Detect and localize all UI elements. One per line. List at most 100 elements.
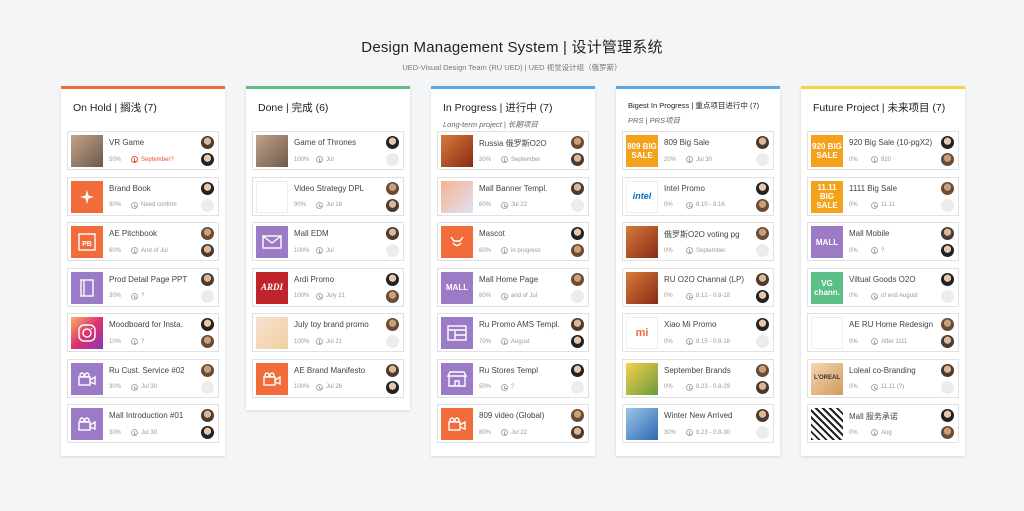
assignee-avatar[interactable] xyxy=(571,335,584,348)
assignee-avatar[interactable] xyxy=(571,227,584,240)
assignee-avatar[interactable] xyxy=(756,136,769,149)
assignee-avatar[interactable] xyxy=(571,272,584,286)
assignee-avatar[interactable] xyxy=(756,409,769,422)
assignee-avatar[interactable] xyxy=(201,335,214,348)
assignee-avatar[interactable] xyxy=(201,363,214,377)
assignee-avatar[interactable] xyxy=(571,136,584,149)
assignee-avatar[interactable] xyxy=(756,380,769,394)
column-title[interactable]: Future Project | 未来项目 (7) xyxy=(813,102,946,114)
empty-avatar-slot[interactable] xyxy=(756,335,769,348)
empty-avatar-slot[interactable] xyxy=(941,289,954,303)
assignee-avatar[interactable] xyxy=(756,198,769,212)
assignee-avatar[interactable] xyxy=(756,272,769,286)
assignee-avatar[interactable] xyxy=(571,426,584,439)
assignee-avatar[interactable] xyxy=(201,409,214,422)
assignee-avatar[interactable] xyxy=(941,244,954,257)
column-title[interactable]: On Hold | 搁浅 (7) xyxy=(73,102,157,114)
empty-avatar-slot[interactable] xyxy=(201,198,214,212)
assignee-avatar[interactable] xyxy=(941,181,954,195)
assignee-avatar[interactable] xyxy=(941,363,954,377)
assignee-avatar[interactable] xyxy=(201,318,214,331)
assignee-avatar[interactable] xyxy=(386,227,399,240)
assignee-avatar[interactable] xyxy=(386,318,399,331)
assignee-avatar[interactable] xyxy=(756,318,769,331)
empty-avatar-slot[interactable] xyxy=(756,244,769,257)
assignee-avatar[interactable] xyxy=(386,289,399,303)
assignee-avatar[interactable] xyxy=(941,409,954,422)
empty-avatar-slot[interactable] xyxy=(386,153,399,166)
empty-avatar-slot[interactable] xyxy=(756,426,769,439)
project-card[interactable]: RU O2O Channal (LP)0%8.12 - 0.8-18 xyxy=(622,267,774,307)
assignee-avatar[interactable] xyxy=(756,181,769,195)
assignee-avatar[interactable] xyxy=(941,227,954,240)
column-title[interactable]: Done | 完成 (6) xyxy=(258,102,329,114)
assignee-avatar[interactable] xyxy=(201,244,214,257)
empty-avatar-slot[interactable] xyxy=(571,289,584,303)
empty-avatar-slot[interactable] xyxy=(571,380,584,394)
assignee-avatar[interactable] xyxy=(571,181,584,195)
assignee-avatar[interactable] xyxy=(941,153,954,166)
assignee-avatar[interactable] xyxy=(571,409,584,422)
empty-avatar-slot[interactable] xyxy=(386,244,399,257)
assignee-avatar[interactable] xyxy=(756,227,769,240)
project-card[interactable]: Ru Promo AMS Templ.70%August xyxy=(437,313,589,352)
assignee-avatar[interactable] xyxy=(756,289,769,303)
assignee-avatar[interactable] xyxy=(386,198,399,212)
assignee-avatar[interactable] xyxy=(571,363,584,377)
project-card[interactable]: 809 video (Global)80%Jul 22 xyxy=(437,404,589,443)
assignee-avatar[interactable] xyxy=(201,426,214,439)
empty-avatar-slot[interactable] xyxy=(756,153,769,166)
assignee-avatar[interactable] xyxy=(386,272,399,286)
empty-avatar-slot[interactable] xyxy=(941,380,954,394)
assignee-avatar[interactable] xyxy=(756,363,769,377)
assignee-avatar[interactable] xyxy=(201,227,214,240)
project-card[interactable]: Mall Banner Templ.60%Jul 22 xyxy=(437,176,589,216)
assignee-avatar[interactable] xyxy=(201,153,214,166)
empty-avatar-slot[interactable] xyxy=(201,380,214,394)
empty-avatar-slot[interactable] xyxy=(941,198,954,212)
assignee-avatar[interactable] xyxy=(941,136,954,149)
column-title[interactable]: In Progress | 进行中 (7) xyxy=(443,102,553,114)
project-card[interactable]: Moodboard for Insta.10%? xyxy=(67,313,219,352)
assignee-avatar[interactable] xyxy=(571,318,584,331)
assignee-avatar[interactable] xyxy=(386,181,399,195)
assignee-avatar[interactable] xyxy=(386,136,399,149)
assignee-avatar[interactable] xyxy=(201,272,214,286)
assignee-avatar[interactable] xyxy=(571,244,584,257)
assignee-avatar[interactable] xyxy=(386,363,399,377)
assignee-avatar[interactable] xyxy=(201,181,214,195)
empty-avatar-slot[interactable] xyxy=(571,198,584,212)
assignee-avatar[interactable] xyxy=(386,380,399,394)
assignee-avatar[interactable] xyxy=(941,426,954,439)
assignee-avatar[interactable] xyxy=(201,136,214,149)
column-title[interactable]: Bigest In Progress | 重点项目进行中 (7) xyxy=(628,101,760,110)
assignee-avatar[interactable] xyxy=(571,153,584,166)
